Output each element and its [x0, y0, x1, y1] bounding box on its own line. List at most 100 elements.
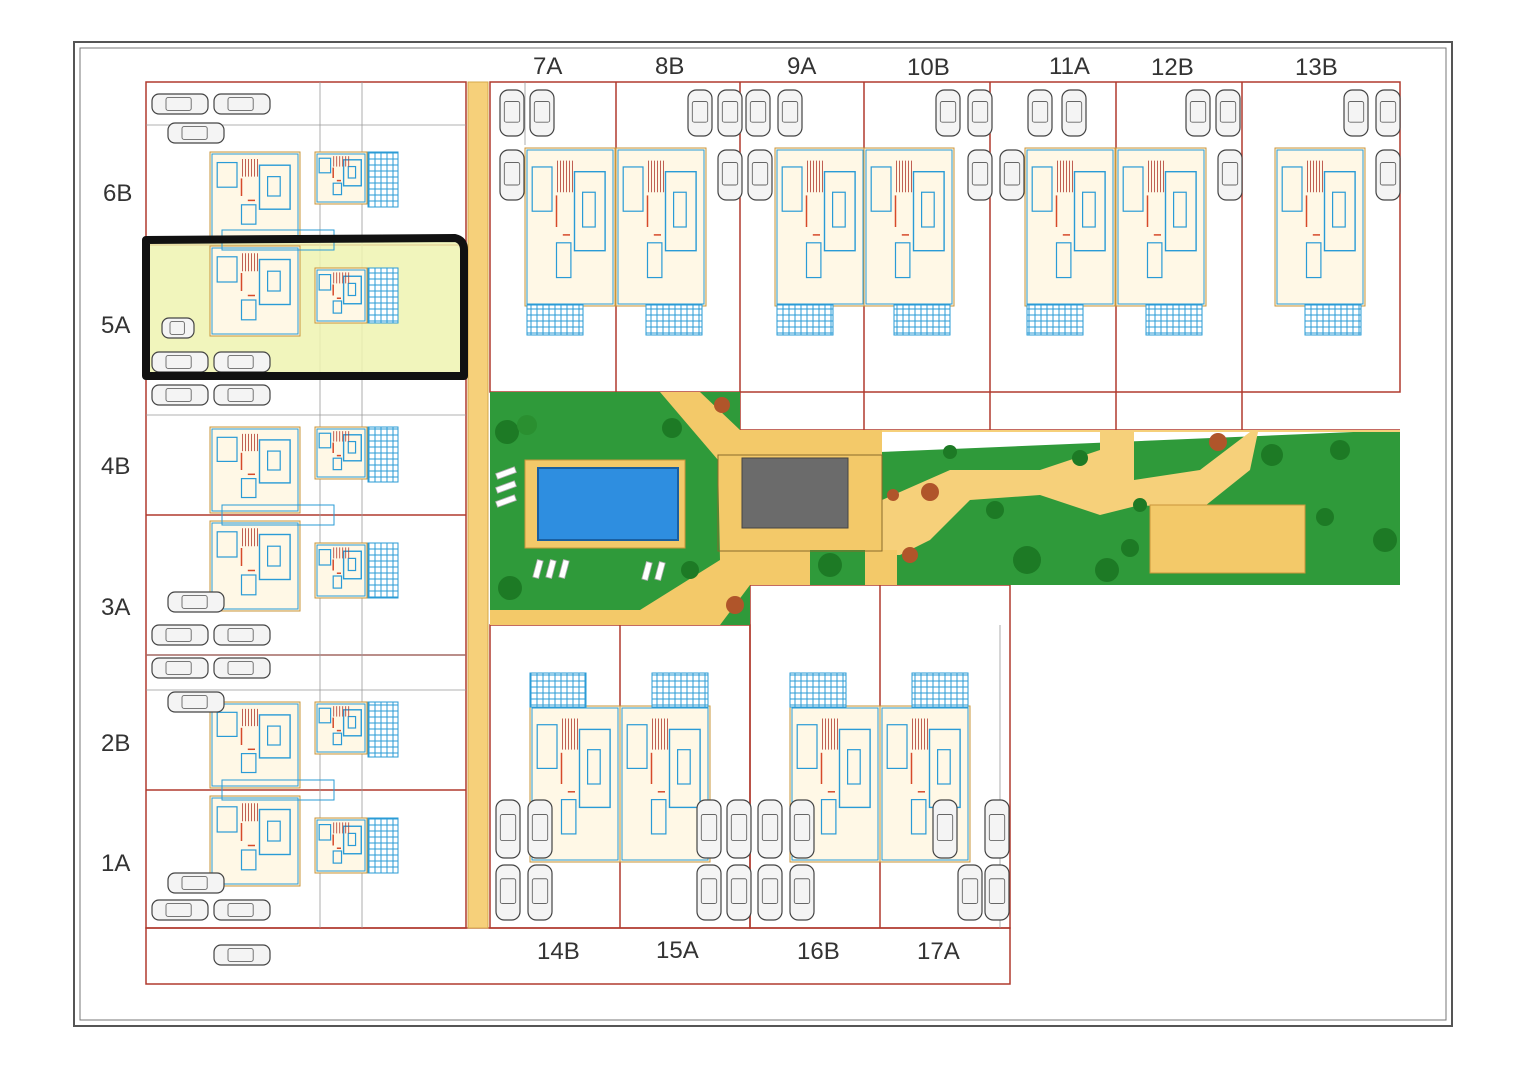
car	[1375, 149, 1401, 201]
terrace	[893, 304, 951, 336]
car	[747, 149, 773, 201]
car	[757, 799, 783, 859]
car	[213, 657, 271, 679]
unit-label-3A: 3A	[101, 594, 130, 621]
house-plan	[209, 795, 301, 887]
house-plans	[209, 147, 1366, 887]
terrace	[1304, 304, 1362, 336]
car	[777, 89, 803, 137]
main-walkway	[467, 81, 489, 929]
car	[999, 149, 1025, 201]
car	[151, 624, 209, 646]
house-plan	[314, 267, 368, 324]
car	[527, 864, 553, 921]
car	[213, 624, 271, 646]
car	[213, 351, 271, 373]
house-plan	[1115, 147, 1207, 307]
unit-label-15A: 15A	[656, 937, 699, 964]
terrace	[789, 672, 847, 708]
house-plan	[1274, 147, 1366, 307]
car	[529, 89, 555, 137]
car	[932, 799, 958, 859]
car	[213, 93, 271, 115]
house-plan	[209, 245, 301, 337]
unit-label-1A: 1A	[101, 850, 130, 877]
car	[213, 899, 271, 921]
house-plan	[774, 147, 866, 307]
car	[1343, 89, 1369, 137]
car	[984, 864, 1010, 921]
terrace	[367, 267, 399, 324]
terrace	[367, 426, 399, 483]
terrace	[651, 672, 709, 708]
outer-frame	[73, 41, 1453, 1027]
unit-label-14B: 14B	[537, 938, 580, 965]
house-plan	[619, 705, 711, 863]
unit-label-11A: 11A	[1049, 53, 1090, 80]
car	[495, 799, 521, 859]
unit-label-12B: 12B	[1151, 54, 1194, 81]
car	[167, 122, 225, 144]
car	[161, 317, 195, 339]
sun-loungers	[495, 466, 666, 581]
house-plan	[314, 701, 368, 755]
car	[1185, 89, 1211, 137]
house-plan	[209, 426, 301, 514]
car	[213, 944, 271, 966]
car	[527, 799, 553, 859]
terrace	[367, 701, 399, 758]
car	[167, 872, 225, 894]
unit-label-8B: 8B	[655, 53, 684, 80]
car	[717, 89, 743, 137]
pavilion-base	[717, 454, 883, 552]
house-plan	[863, 147, 955, 307]
unit-label-13B: 13B	[1295, 54, 1338, 81]
car	[1061, 89, 1087, 137]
unit-label-4B: 4B	[101, 453, 130, 480]
house-plan	[615, 147, 707, 307]
car	[151, 657, 209, 679]
unit-labels-top: 7A 8B 9A 10B 11A 12B 13B	[533, 53, 1338, 81]
house-plan	[209, 151, 301, 241]
car	[1027, 89, 1053, 137]
unit-label-6B: 6B	[103, 180, 132, 207]
terrace	[367, 542, 399, 599]
car	[696, 864, 722, 921]
car	[984, 799, 1010, 859]
car	[495, 864, 521, 921]
unit-label-7A: 7A	[533, 53, 562, 80]
pavilion-roof	[741, 457, 849, 529]
car	[687, 89, 713, 137]
car	[717, 149, 743, 201]
car	[726, 864, 752, 921]
car	[499, 89, 525, 137]
car	[167, 691, 225, 713]
inner-frame	[79, 47, 1447, 1021]
house-plan	[524, 147, 616, 307]
car	[789, 799, 815, 859]
car	[789, 864, 815, 921]
car	[967, 89, 993, 137]
car	[696, 799, 722, 859]
car	[967, 149, 993, 201]
trees	[495, 397, 1397, 614]
swimming-pool	[537, 467, 679, 541]
house-plan	[314, 542, 368, 599]
car	[726, 799, 752, 859]
car	[1375, 89, 1401, 137]
car	[213, 384, 271, 406]
house-plan	[1024, 147, 1116, 307]
house-plan	[314, 151, 368, 205]
terrace	[367, 151, 399, 208]
unit-label-9A: 9A	[787, 53, 816, 80]
unit-labels-left: 6B 5A 4B 3A 2B 1A	[101, 180, 132, 877]
house-plan	[314, 426, 368, 480]
house-plan	[529, 705, 621, 863]
terrace	[776, 304, 834, 336]
house-plan	[209, 520, 301, 612]
car	[935, 89, 961, 137]
car	[151, 351, 209, 373]
car	[167, 591, 225, 613]
garden	[490, 392, 1400, 625]
unit-label-5A: 5A	[101, 312, 130, 339]
